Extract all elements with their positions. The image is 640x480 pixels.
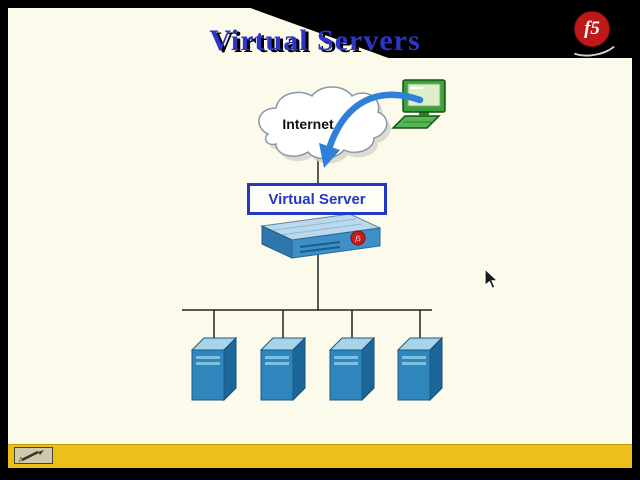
virtual-server-box: Virtual Server — [247, 183, 387, 215]
appliance-f5-text: f5 — [355, 235, 361, 243]
server-icon-3 — [328, 336, 376, 402]
bigip-appliance-icon: f5 — [260, 213, 382, 259]
slide-title: Virtual Servers — [209, 24, 421, 57]
client-computer-icon — [391, 79, 446, 129]
bottom-toolbar — [8, 444, 632, 468]
server-icon-2 — [259, 336, 307, 402]
pencil-icon — [18, 450, 44, 463]
annotation-tool-button[interactable] — [14, 447, 54, 465]
f5-logo: f5 — [565, 11, 621, 61]
f5-logo-text: f5 — [584, 18, 600, 39]
appliance-f5-badge: f5 — [350, 230, 366, 246]
traffic-arrow — [319, 91, 424, 168]
server-icon-1 — [190, 336, 238, 402]
internet-label: Internet — [282, 116, 334, 132]
virtual-server-label: Virtual Server — [268, 190, 366, 208]
server-icon-4 — [396, 336, 444, 402]
